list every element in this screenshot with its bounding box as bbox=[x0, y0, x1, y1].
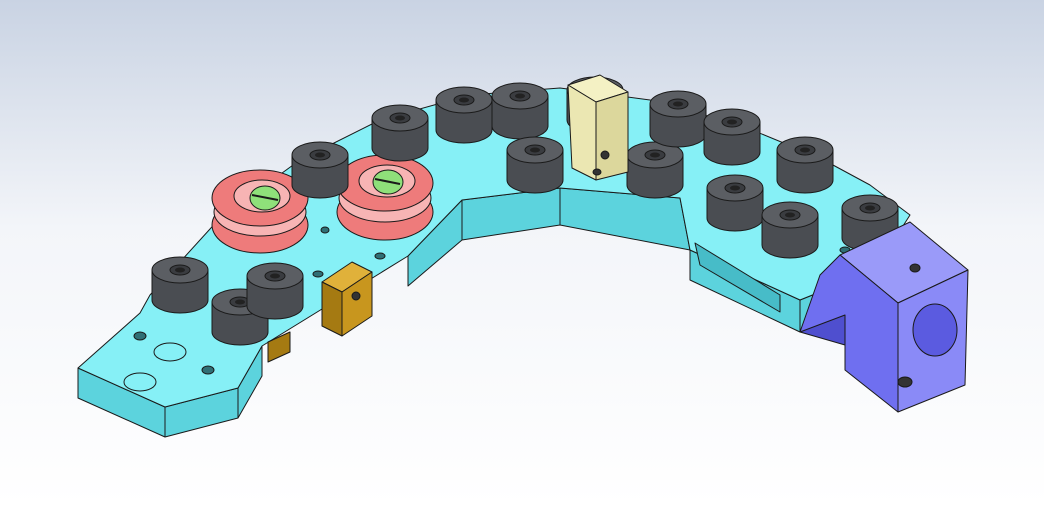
rollers[interactable] bbox=[151, 76, 899, 346]
gold-block[interactable] bbox=[267, 261, 373, 363]
roller[interactable] bbox=[626, 141, 684, 199]
roller-axle bbox=[530, 147, 540, 153]
guide-plate-assembly[interactable] bbox=[77, 74, 969, 438]
roller[interactable] bbox=[151, 256, 209, 314]
plate-counterbore bbox=[123, 372, 157, 392]
plate-hole bbox=[133, 331, 147, 341]
roller-axle bbox=[515, 93, 525, 99]
plate-hole bbox=[312, 270, 324, 278]
roller-axle bbox=[800, 147, 810, 153]
roller-axle bbox=[730, 185, 740, 191]
roller-axle bbox=[235, 299, 245, 305]
roller[interactable] bbox=[371, 104, 429, 162]
roller-axle bbox=[865, 205, 875, 211]
roller-axle bbox=[395, 115, 405, 121]
roller-axle bbox=[459, 97, 469, 103]
roller-axle bbox=[785, 212, 795, 218]
roller[interactable] bbox=[761, 201, 819, 259]
roller[interactable] bbox=[703, 108, 761, 166]
roller-axle bbox=[673, 101, 683, 107]
blue-bracket[interactable] bbox=[799, 221, 969, 413]
pulley-right[interactable] bbox=[336, 154, 434, 241]
pulley-left[interactable] bbox=[211, 169, 309, 254]
roller-axle bbox=[270, 273, 280, 279]
roller[interactable] bbox=[506, 136, 564, 194]
roller[interactable] bbox=[649, 90, 707, 148]
plate-counterbore bbox=[153, 342, 187, 362]
roller[interactable] bbox=[706, 174, 764, 232]
plate-slot bbox=[694, 242, 781, 313]
cream-block[interactable] bbox=[567, 74, 629, 181]
roller[interactable] bbox=[246, 262, 304, 320]
plate-hole bbox=[320, 226, 330, 234]
roller[interactable] bbox=[435, 86, 493, 144]
roller-axle bbox=[727, 119, 737, 125]
plate-hole bbox=[374, 252, 386, 260]
roller[interactable] bbox=[491, 82, 549, 140]
plate-holes bbox=[123, 226, 851, 392]
roller-axle bbox=[315, 152, 325, 158]
roller[interactable] bbox=[776, 136, 834, 194]
roller-axle bbox=[650, 152, 660, 158]
roller-axle bbox=[175, 267, 185, 273]
plate-hole bbox=[201, 365, 215, 375]
roller[interactable] bbox=[291, 141, 349, 199]
